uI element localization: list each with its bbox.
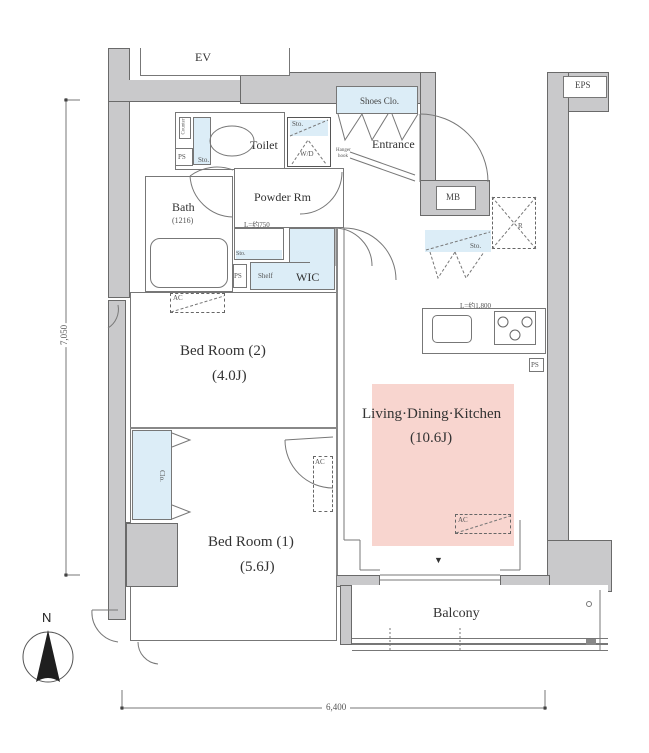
- bedroom2-ac-label: AC: [173, 294, 183, 302]
- mb-room: [436, 186, 476, 210]
- vanity-storage: [236, 250, 282, 259]
- r-label: R: [518, 222, 523, 230]
- wall-east: [547, 72, 569, 592]
- bath-label: Bath: [172, 200, 195, 214]
- height-dimension-label: 7,050: [59, 322, 70, 348]
- ldk-ac: [455, 514, 511, 534]
- wd-label: W/D: [300, 150, 314, 158]
- balcony-rail-2: [352, 643, 608, 644]
- balcony-label: Balcony: [433, 606, 480, 621]
- ldk-ac-label: AC: [458, 516, 468, 524]
- bedroom1-size: (5.6J): [240, 559, 275, 575]
- bath-size-label: (1216): [172, 216, 194, 225]
- kitchen-stove: [494, 311, 536, 345]
- entrance-label[interactable]: Entrance: [372, 137, 415, 151]
- kitchen-ps: [529, 358, 544, 372]
- bedroom1-ac-label: AC: [315, 458, 325, 466]
- balcony[interactable]: [352, 585, 608, 645]
- vanity-sto-label: Sto.: [236, 251, 246, 257]
- bathtub: [150, 238, 228, 288]
- bedroom1-column: [126, 523, 178, 587]
- bedroom2-size: (4.0J): [212, 368, 247, 384]
- closet-label: Clo.: [157, 470, 166, 482]
- bedroom2-ac: [170, 293, 225, 313]
- wic-label: WIC: [296, 270, 320, 284]
- toilet-counter: [179, 117, 191, 139]
- kitchen-sto-label: Sto.: [470, 242, 482, 250]
- window-marker-icon: ▼: [434, 555, 443, 565]
- bedroom1-name: Bed Room (1): [208, 534, 294, 550]
- vanity-length-label: L=约750: [244, 221, 270, 229]
- eps-room: [563, 76, 607, 98]
- shoes-closet: [336, 86, 418, 114]
- wall-west-upper: [108, 48, 130, 298]
- ldk-name[interactable]: Living·Dining·Kitchen: [362, 406, 502, 422]
- wall-balcony-west: [340, 585, 352, 645]
- north-arrow-icon: [22, 630, 74, 683]
- shelf-label: Shelf: [258, 272, 273, 280]
- eps-label: EPS: [575, 80, 591, 90]
- powder-room-label: Powder Rm: [254, 190, 311, 204]
- wall-east-corner: [547, 540, 612, 592]
- kitchen-storage: [425, 230, 491, 252]
- bedroom2-name: Bed Room (2): [180, 343, 266, 359]
- mb-label: MB: [446, 192, 461, 202]
- wall-west-lower: [108, 300, 126, 620]
- shoes-closet-label: Shoes Clo.: [360, 96, 400, 106]
- kitchen-sink: [432, 315, 472, 343]
- compass-north-label: N: [42, 610, 52, 625]
- bedroom1-closet: [132, 430, 172, 520]
- wic-ps: [233, 264, 247, 288]
- width-dimension-label: 6,400: [322, 702, 351, 712]
- toilet-ps: [175, 148, 193, 166]
- toilet-sto-label: Sto.: [198, 156, 210, 164]
- kitchen-length-label: L=约1,800: [460, 302, 491, 310]
- toilet-label: Toilet: [250, 138, 278, 152]
- bedroom-2[interactable]: [130, 292, 337, 428]
- compass: N: [20, 610, 76, 690]
- balcony-vent: [586, 639, 596, 645]
- counter-label: Counter: [181, 118, 187, 135]
- wic-ps-label: PS: [234, 272, 242, 280]
- refrigerator-space: [492, 197, 536, 249]
- ev-shaft: [140, 48, 290, 76]
- wd-sto-label: Sto.: [292, 120, 304, 128]
- balcony-rail-3: [352, 650, 608, 651]
- balcony-rail-1: [352, 638, 608, 639]
- kitchen-ps-label: PS: [531, 361, 539, 369]
- hanger-hook-label: Hanger hook: [336, 148, 351, 159]
- balcony-drain: [586, 601, 592, 607]
- ldk-size: (10.6J): [410, 430, 453, 446]
- wic-shelf: [250, 262, 310, 290]
- toilet-ps-label: PS: [178, 153, 186, 161]
- ev-label: EV: [195, 50, 211, 64]
